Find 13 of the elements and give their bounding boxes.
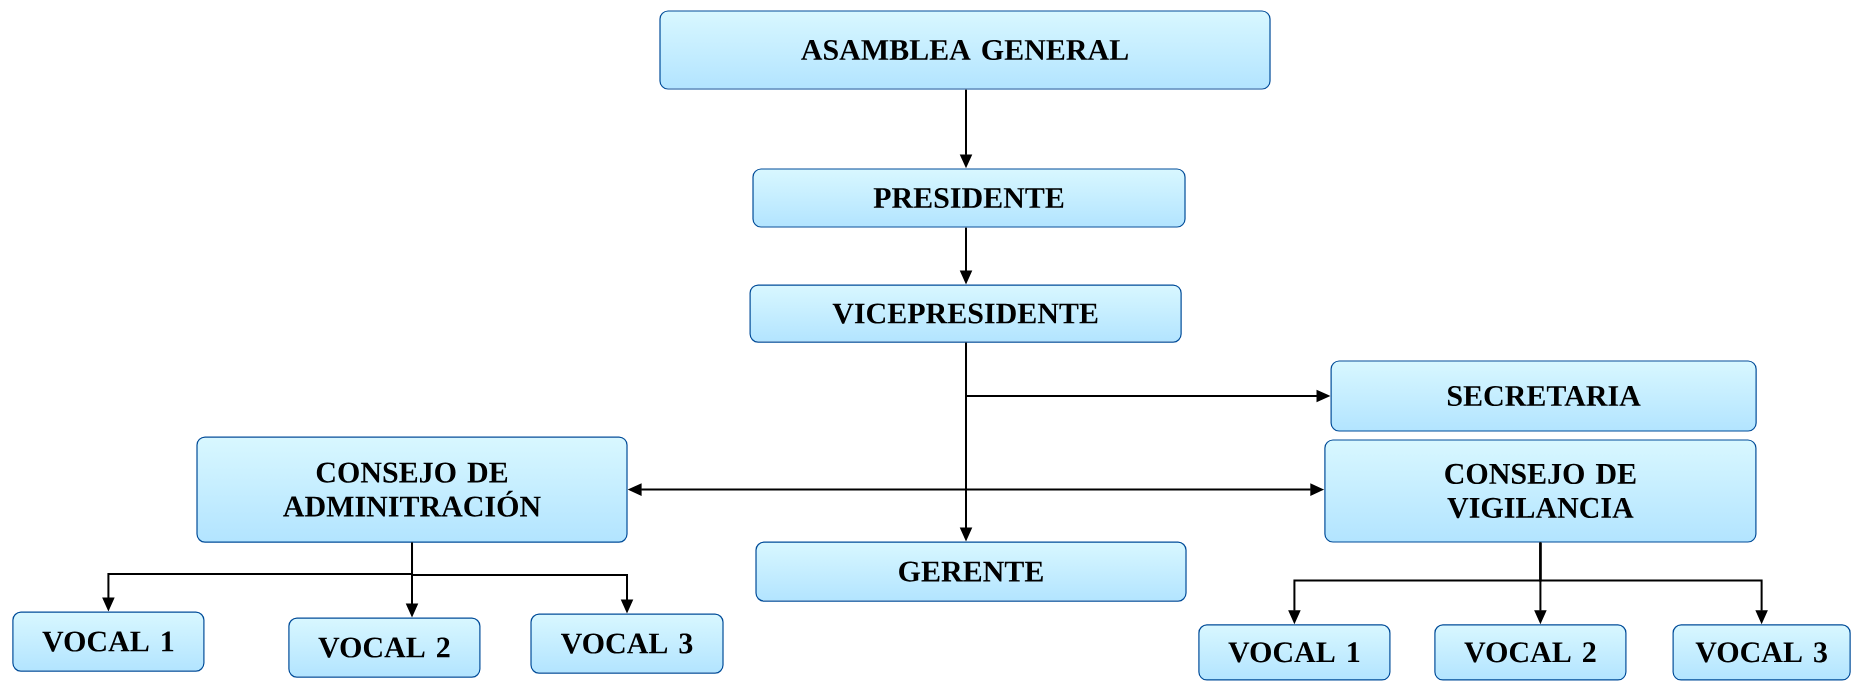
org-box: PRESIDENTE	[752, 168, 1186, 228]
org-box: CONSEJO DE ADMINITRACIÓN	[196, 436, 628, 543]
org-box: VOCAL 3	[530, 613, 724, 674]
org-box: VICEPRESIDENTE	[749, 284, 1182, 343]
org-box: GERENTE	[755, 541, 1187, 602]
org-box: VOCAL 2	[288, 617, 481, 678]
org-box: ASAMBLEA GENERAL	[659, 10, 1271, 90]
org-box: VOCAL 1	[12, 611, 205, 672]
org-box: CONSEJO DE VIGILANCIA	[1324, 439, 1757, 543]
org-box: SECRETARIA	[1330, 360, 1757, 432]
org-box: VOCAL 3	[1672, 624, 1851, 681]
org-box: VOCAL 1	[1198, 624, 1391, 681]
org-box: VOCAL 2	[1434, 624, 1627, 681]
